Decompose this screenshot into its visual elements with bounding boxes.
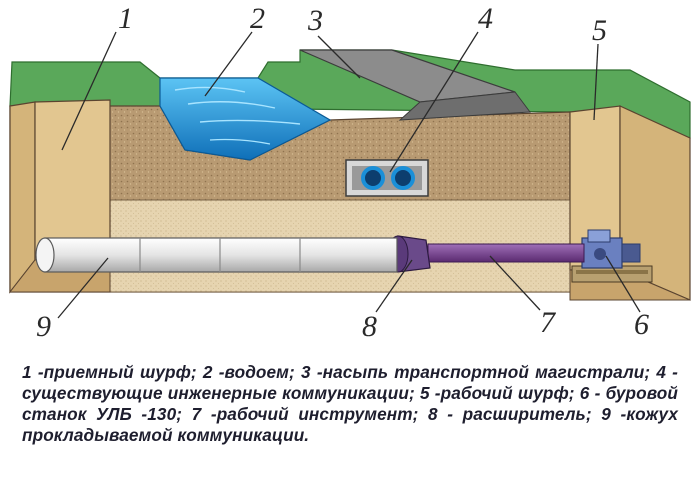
trenchless-installation-diagram [8,31,691,319]
receiving-pit-back-wall [34,99,111,261]
utility-pipe-right [391,166,415,190]
callout-8: 8 [362,310,377,343]
diagram-caption: 1 -приемный шурф; 2 -водоем; 3 -насыпь т… [22,362,678,445]
utility-pipe-left [361,166,385,190]
receiving-pit-left-wall [9,101,36,294]
callout-2: 2 [250,2,265,35]
callout-5: 5 [592,14,607,47]
working-rod [427,243,585,263]
casing-pipe [44,237,398,273]
water-body [159,77,332,161]
callout-4: 4 [478,2,493,35]
embankment-side [398,91,531,121]
callout-6: 6 [634,308,649,341]
leader-lines [57,31,641,319]
callout-7: 7 [540,306,555,339]
callout-1: 1 [118,2,133,35]
callout-9: 9 [36,310,51,343]
callout-3: 3 [308,4,323,37]
